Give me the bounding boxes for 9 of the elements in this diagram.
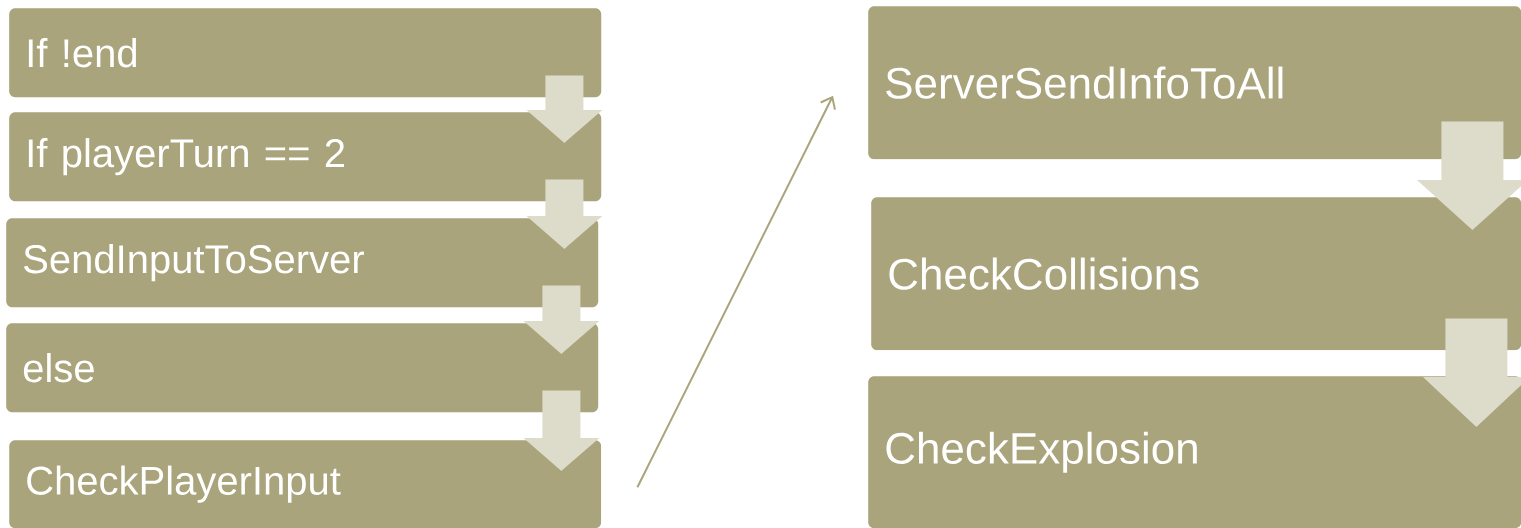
process-box: If !end bbox=[9, 8, 602, 98]
arrow bbox=[636, 95, 836, 489]
process-box: CheckExplosion bbox=[868, 376, 1521, 528]
process-box: CheckPlayerInput bbox=[9, 440, 602, 528]
process-box: else bbox=[6, 323, 599, 413]
process-box: SendInputToServer bbox=[6, 218, 599, 308]
process-box: ServerSendInfoToAll bbox=[868, 6, 1521, 160]
process-box: If playerTurn == 2 bbox=[9, 112, 602, 202]
process-box: CheckCollisions bbox=[871, 197, 1521, 351]
